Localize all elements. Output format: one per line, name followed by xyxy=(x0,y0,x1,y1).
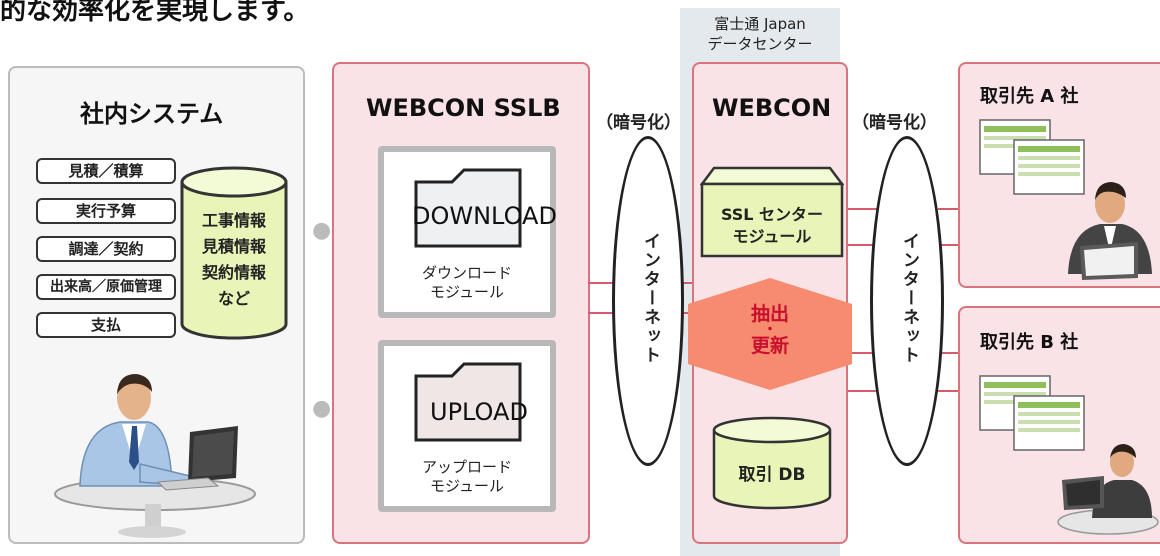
download-word: DOWNLOAD xyxy=(412,202,557,230)
partner-b-panel: 取引先 B 社 xyxy=(958,306,1160,544)
line-internet-partner-b1 xyxy=(938,352,960,354)
datacenter-label-line1: 富士通 Japan xyxy=(714,15,806,33)
extract-line2: 更新 xyxy=(750,335,789,357)
upload-label-line2: モジュール xyxy=(430,477,504,495)
line-internet-partner-a1 xyxy=(938,208,960,210)
transaction-db-cylinder xyxy=(712,416,832,510)
download-module-label: ダウンロード モジュール xyxy=(378,264,556,302)
encryption-label-left: （暗号化） xyxy=(596,113,681,133)
webcon-title: WEBCON xyxy=(712,94,832,122)
transaction-db-label: 取引 DB xyxy=(738,465,806,485)
line-webcon-internet-b2 xyxy=(848,390,892,392)
line-sslb-internet-bottom xyxy=(588,312,628,314)
partner-b-title: 取引先 B 社 xyxy=(980,332,1079,353)
db-line-estimate: 見積情報 xyxy=(201,237,266,256)
partner-b-person-illustration xyxy=(1057,444,1159,535)
line-webcon-internet-a1 xyxy=(848,208,892,210)
download-label-line2: モジュール xyxy=(430,283,504,301)
heading-fragment: 的な効率化を実現します。 xyxy=(0,0,310,26)
internal-system-panel: 社内システム 見積／積算 実行予算 調達／契約 出来高／原価管理 支払 工事情報… xyxy=(8,66,305,544)
line-internet-partner-a2 xyxy=(938,244,960,246)
extract-update-arrow xyxy=(688,278,852,390)
extract-dot: ・ xyxy=(763,322,777,338)
folder-icon xyxy=(414,362,522,442)
line-internet-partner-b2 xyxy=(938,390,960,392)
internal-database-label: 工事情報 見積情報 契約情報 など xyxy=(176,208,292,312)
internal-database-cylinder xyxy=(180,166,288,340)
system-item-cost-management: 出来高／原価管理 xyxy=(36,274,176,300)
partner-b-screens-illustration xyxy=(979,375,1085,451)
extract-line1: 抽出 xyxy=(750,303,789,325)
partner-a-screens-illustration xyxy=(979,119,1085,195)
db-line-construction: 工事情報 xyxy=(201,211,266,230)
partner-a-panel: 取引先 A 社 xyxy=(958,62,1160,288)
internet-label-left: インターネット xyxy=(640,232,660,365)
datacenter-label-line2: データセンター xyxy=(707,35,813,53)
office-worker-illustration xyxy=(54,374,256,538)
ssl-center-line2: モジュール xyxy=(732,227,812,246)
internal-system-title: 社内システム xyxy=(80,100,224,128)
webcon-sslb-panel: WEBCON SSLB DOWNLOAD ダウンロード モジュール UPLOAD… xyxy=(332,62,590,544)
upload-word: UPLOAD xyxy=(430,398,528,426)
ssl-center-label: SSL センター モジュール xyxy=(700,204,844,248)
encryption-label-right: （暗号化） xyxy=(852,113,937,133)
system-item-budget: 実行予算 xyxy=(36,198,176,224)
upload-label-line1: アップロード xyxy=(421,458,512,476)
db-line-contract: 契約情報 xyxy=(201,263,266,282)
system-item-payment: 支払 xyxy=(36,312,176,338)
line-webcon-internet-a2 xyxy=(848,244,892,246)
partner-a-title: 取引先 A 社 xyxy=(980,86,1079,107)
upload-module-label: アップロード モジュール xyxy=(378,458,556,496)
download-label-line1: ダウンロード xyxy=(421,264,512,282)
line-sslb-internet-top xyxy=(588,282,628,284)
partner-a-person-illustration xyxy=(1068,182,1152,280)
system-item-procurement: 調達／契約 xyxy=(36,236,176,262)
webcon-sslb-title: WEBCON SSLB xyxy=(366,94,561,122)
line-webcon-internet-b1 xyxy=(848,352,892,354)
db-line-etc: など xyxy=(217,289,250,308)
ssl-center-module-box xyxy=(700,166,844,258)
internet-oval-left xyxy=(612,136,684,466)
download-module-box: DOWNLOAD ダウンロード モジュール xyxy=(378,146,557,318)
internet-oval-right xyxy=(870,136,944,466)
datacenter-label: 富士通 Japan データセンター xyxy=(680,14,840,54)
internet-label-right: インターネット xyxy=(899,232,919,365)
system-item-estimate: 見積／積算 xyxy=(36,158,176,184)
folder-icon xyxy=(414,168,522,248)
extract-update-label: 抽出 ・ 更新 xyxy=(684,304,856,356)
ssl-center-line1: SSL センター xyxy=(720,205,824,224)
upload-module-box: UPLOAD アップロード モジュール xyxy=(378,340,556,512)
